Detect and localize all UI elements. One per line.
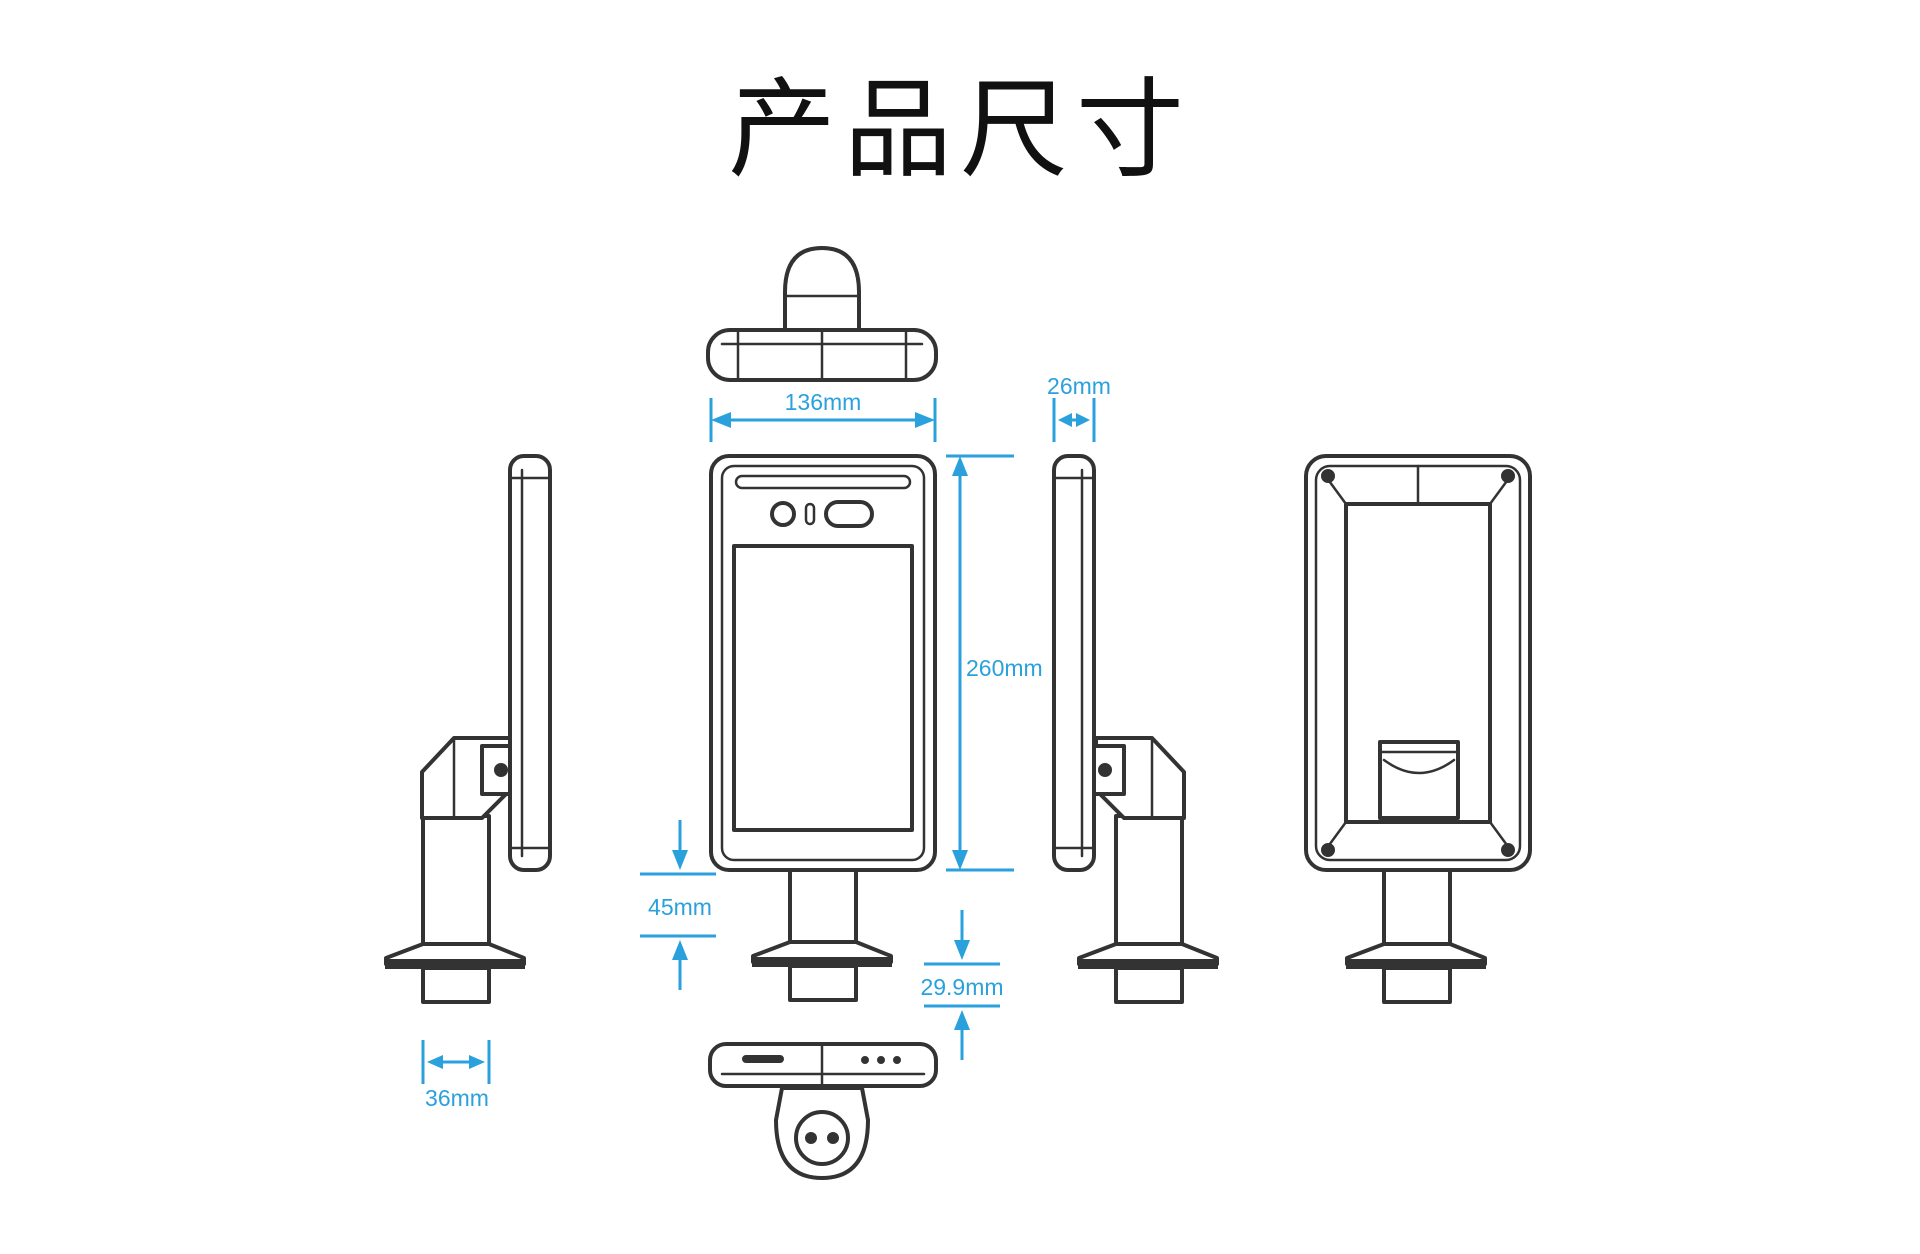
right-side-view <box>1052 454 1219 1004</box>
dimension-base-thickness-label: 29.9mm <box>920 974 1003 1000</box>
dimension-stand-offset-label: 45mm <box>648 894 712 920</box>
dimension-pole-diameter-label: 36mm <box>425 1085 489 1111</box>
back-view <box>1304 454 1532 1004</box>
dimension-stand-offset: 45mm <box>640 820 716 990</box>
dimension-width: 136mm <box>709 389 937 442</box>
bottom-view <box>708 1042 938 1180</box>
front-view <box>709 454 937 1002</box>
dimension-height-label: 260mm <box>966 655 1043 681</box>
dimension-depth: 26mm <box>1047 373 1111 442</box>
left-side-view <box>384 454 552 1004</box>
dimension-base-thickness: 29.9mm <box>920 910 1004 1060</box>
page-title: 产品尺寸 <box>727 68 1192 193</box>
dimension-width-label: 136mm <box>785 389 862 415</box>
top-view <box>706 246 938 382</box>
dimension-pole-diameter: 36mm <box>421 1040 491 1111</box>
dimension-depth-label: 26mm <box>1047 373 1111 399</box>
dimension-height: 260mm <box>946 454 1043 872</box>
